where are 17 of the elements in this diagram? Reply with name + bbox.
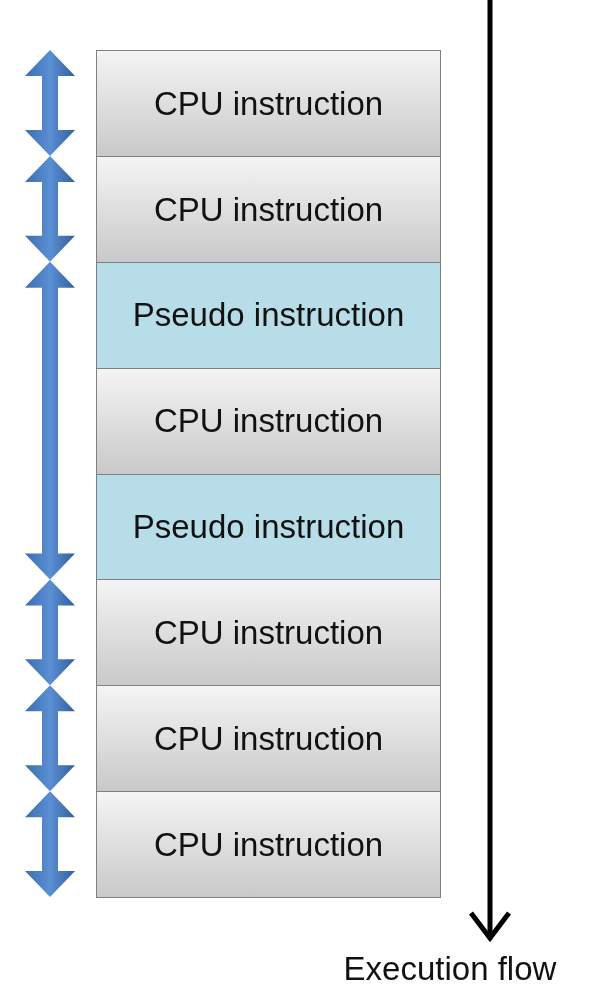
box-label: CPU instruction [153,824,384,865]
box-label: CPU instruction [153,613,384,653]
box-label: Pseudo instruction [132,507,405,547]
box-label: CPU instruction [153,83,384,124]
box-label: CPU instruction [153,189,384,230]
pseudo-instruction-box [96,261,441,369]
axis-label: Execution flow [342,950,558,988]
box-label: Pseudo instruction [132,295,405,335]
box-label: CPU instruction [153,718,384,759]
instruction-box [96,367,441,475]
box-label: CPU instruction [153,401,384,441]
instruction-box [96,791,441,898]
instruction-box [96,685,441,793]
instruction-box [96,155,441,263]
instruction-box [96,50,441,157]
pseudo-instruction-box [96,473,441,581]
instruction-box [96,579,441,687]
